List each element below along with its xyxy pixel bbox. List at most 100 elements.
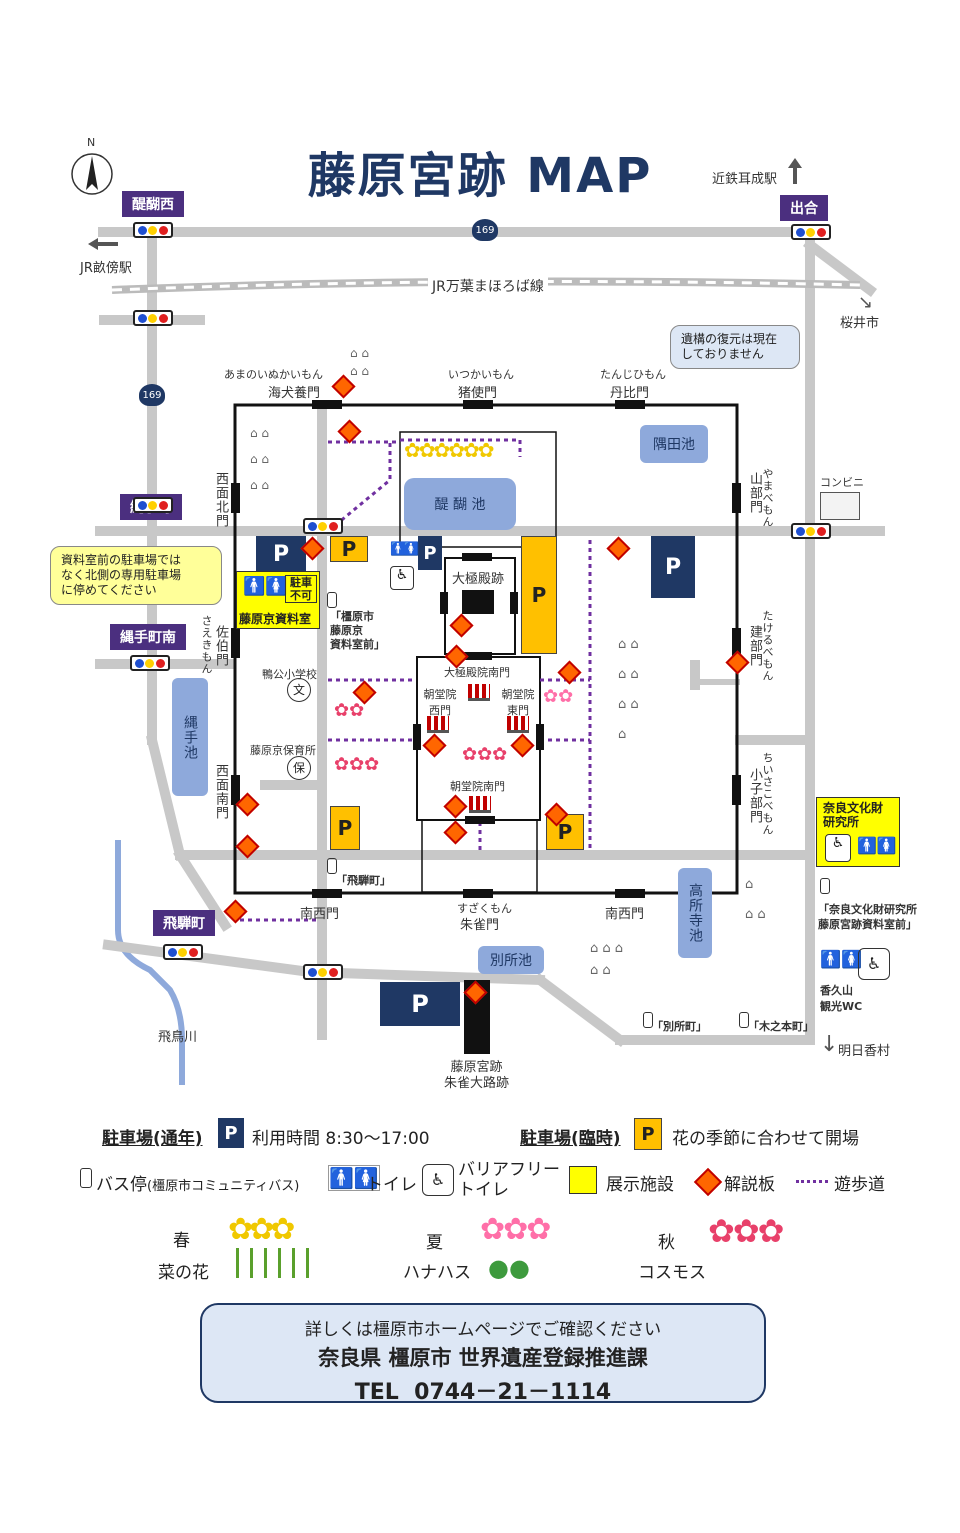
gate-marker [231,483,240,513]
gate-amainuka: 海犬養門 [268,386,321,401]
traffic-signal-icon [133,310,173,326]
direction-kintetsu: 近鉄耳成駅 [712,172,778,187]
bus-stop-icon [327,858,337,874]
toilet-icon: 🚹🚺 [243,576,288,597]
bus-stop-nabunken: 「奈良文化財研究所 藤原宮跡資料室前」 [818,903,917,931]
compass-icon [71,153,113,195]
pond-nawate-label: 縄手池 [182,714,198,760]
traffic-signal-icon [791,224,831,240]
daigokuden-platform [462,590,494,614]
legend-barrierfree-icon: ♿ [422,1164,454,1196]
barrier-free-toilet-icon: ♿ [390,566,414,590]
map-title: 藤原宮跡 MAP [307,148,653,204]
gate-marker [732,775,741,805]
contact-box: 詳しくは橿原市ホームページでご確認ください 奈良県 橿原市 世界遺産登録推進課 … [200,1303,766,1405]
bus-stop-icon [327,592,337,608]
parking-year-round: P [380,982,460,1026]
pond-takatokoroji-label: 高所寺池 [687,883,703,943]
compass-n-label: N [87,136,96,149]
season-spring-flower: 菜の花 [158,1263,209,1283]
nursery-icon: 保 [287,756,311,780]
gate-saeki: 佐伯門 [213,625,228,667]
traffic-signal-icon [303,518,343,534]
legend-walkway: 遊歩道 [834,1175,885,1195]
arrow-up-icon [788,158,802,168]
direction-sakurai: 桜井市 [840,316,880,331]
parking-temporary: P [330,536,368,562]
legend-toilet: トイレ [366,1175,417,1195]
houses-icon: ⌂ ⌂⌂ ⌂⌂ ⌂ [250,426,270,492]
suzaku-road-label: 藤原宮跡 朱雀大路跡 [444,1060,510,1091]
gate-marker [465,816,495,824]
gate-suzaku-kana: すざくもん [457,902,512,915]
legend-toilet-icon: 🚹🚺 [328,1165,380,1191]
intersection-daigo-nishi: 醍醐西 [122,191,184,217]
gate-marker [231,628,240,658]
legend-parking-temp-icon: P [634,1118,662,1150]
museum-box: 🚹🚺 駐車 不可 藤原京資料室 [236,571,320,629]
houses-icon: ⌂⌂ ⌂ [745,877,766,922]
arrow-down-icon: ↓ [820,1032,839,1057]
toilet-icon-women: 🚺 [403,542,420,557]
toilet-icon: 🚹 [390,542,412,564]
gate-marker [615,889,645,898]
asuka-river-label: 飛鳥川 [158,1030,198,1045]
direction-jr-unebi: JR畝傍駅 [80,261,132,276]
gate-yamabe: 山部門 [747,472,762,514]
site-chodoin-nishi: 朝堂院西門 [423,688,457,717]
legend-parking-year-desc: 利用時間 8:30～17:00 [252,1129,430,1149]
toilet-icon: 🚹🚺 [820,950,863,970]
legend-parking-temp-desc: 花の季節に合わせて開場 [672,1129,859,1149]
bus-stop-hida: 「飛騨町」 [336,874,391,887]
ruins-marker-icon [507,716,529,733]
houses-icon: ⌂ ⌂⌂ ⌂⌂ ⌂⌂ [618,637,639,742]
gate-marker [413,724,421,750]
intersection-hida: 飛騨町 [153,910,215,936]
rapeseed-flower-icon: ✿✿✿ [228,1212,295,1247]
season-autumn: 秋 [658,1233,675,1253]
gate-tanhi: 丹比門 [610,386,650,401]
gate-nishi-hoku: 西面北門 [213,472,228,528]
gate-marker [462,652,492,660]
gate-marker [510,592,518,614]
parking-year-round: P [418,536,442,570]
pond-nawate: 縄手池 [172,678,208,796]
gate-chiisakobe-kana: ちいさこべもん [761,752,774,836]
bus-stop-kinomoto: 「木之本町」 [748,1020,814,1033]
parking-year-round: P [256,536,306,572]
site-chodoin-higashi: 朝堂院東門 [501,688,535,717]
school-icon: 文 [287,678,311,702]
legend-panel-icon [693,1167,723,1197]
gate-marker [732,483,741,513]
legend-bus-sub: (橿原市コミュニティバス) [147,1179,300,1194]
gate-suzaku: 朱雀門 [460,918,500,933]
parking-year-round: P [651,536,695,598]
houses-icon: ⌂ ⌂⌂ ⌂ [350,346,370,378]
site-chodoin-nanmon: 朝堂院南門 [450,780,505,793]
bus-stop-bessho: 「別所町」 [652,1020,707,1033]
legend-exhibit: 展示施設 [606,1175,674,1195]
gate-marker [312,400,342,409]
barrier-free-toilet-icon: ♿ [858,948,890,980]
no-parking-label: 駐車 不可 [285,575,317,603]
legend-parking-temp: 駐車場(臨時) [520,1129,621,1149]
bus-stop-icon [820,878,830,894]
parking-note-callout: 資料室前の駐車場では なく北側の専用駐車場 に停めてください [50,546,222,605]
legend-bus-icon [80,1168,92,1188]
season-summer-flower: ハナハス [403,1263,471,1283]
houses-icon: ⌂ ⌂ ⌂⌂ ⌂ [590,941,624,978]
lotus-flowers-icon: ✿✿ [543,686,574,707]
gate-marker [615,400,645,409]
pond-takatokoroji: 高所寺池 [678,868,712,958]
bus-stop-icon [643,1012,653,1028]
gate-marker [463,889,493,898]
gate-nishi-nan: 西面南門 [213,764,228,820]
gate-marker [462,553,492,561]
cosmos-flowers-icon: ✿✿✿ [462,744,508,765]
season-spring: 春 [173,1231,190,1251]
gate-amainuka-kana: あまのいぬかいもん [224,368,323,381]
gate-marker [463,400,493,409]
compass: N [70,136,114,198]
lotus-leaf-icon: ●● [488,1254,530,1282]
legend-parking-year: 駐車場(通年) [102,1129,203,1149]
